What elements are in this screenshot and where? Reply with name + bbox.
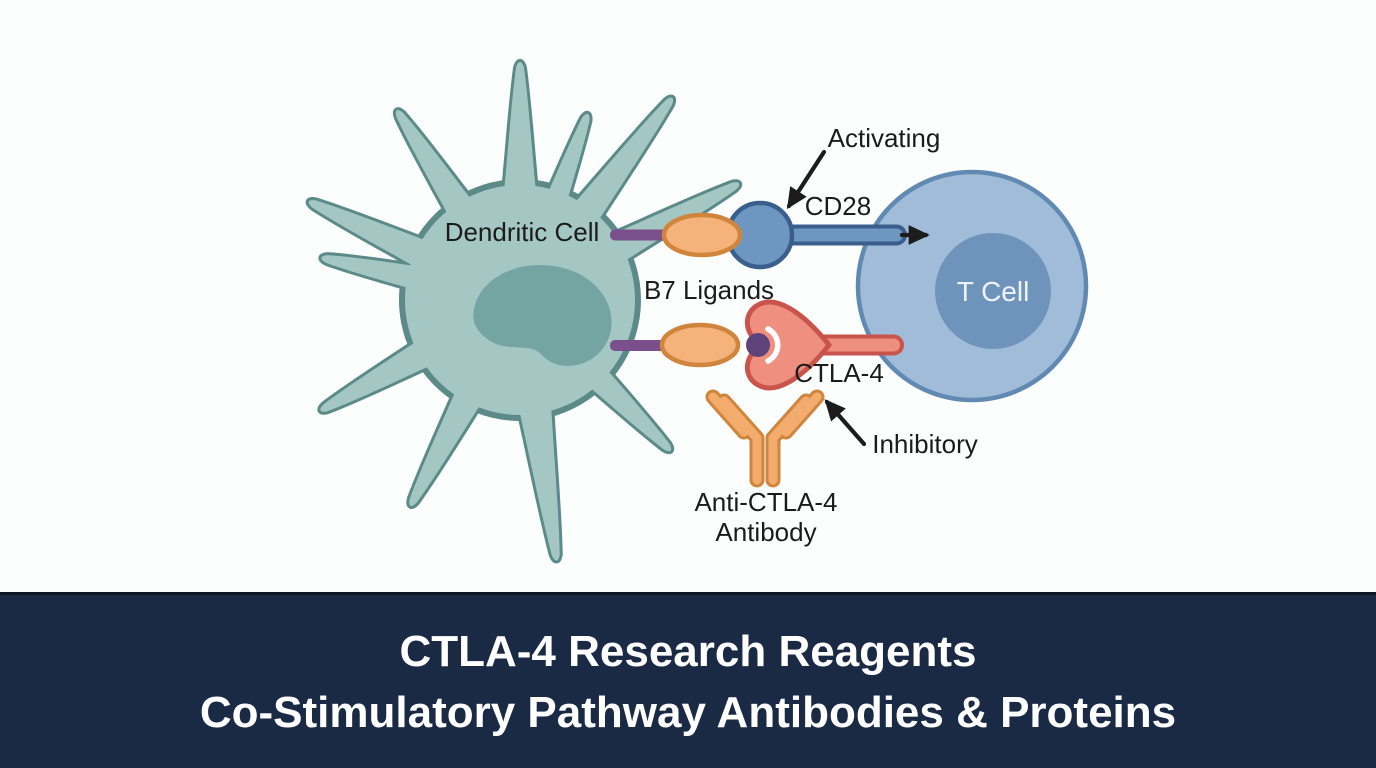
ctla4-b7-complex (610, 299, 904, 391)
cd28-label: CD28 (805, 191, 871, 221)
inhibitory-label: Inhibitory (872, 429, 978, 459)
ctla4-label: CTLA-4 (794, 358, 884, 388)
t-cell-nucleus (935, 233, 1051, 349)
dendritic-cell-nucleus (473, 264, 612, 366)
t-cell: T Cell (855, 169, 1089, 403)
cd28-b7-complex (610, 200, 907, 270)
b7-ligand-bound-tip (746, 333, 770, 357)
banner-subtitle: Co-Stimulatory Pathway Antibodies & Prot… (199, 687, 1177, 737)
t-cell-label: T Cell (957, 276, 1030, 307)
title-banner: CTLA-4 Research Reagents Co-Stimulatory … (0, 592, 1376, 768)
b7-ligand-stem (610, 229, 672, 241)
banner-title: CTLA-4 Research Reagents (399, 626, 977, 676)
b7-ligands-label: B7 Ligands (644, 275, 774, 305)
antibody-label-line2: Antibody (715, 517, 816, 547)
activating-arrow (786, 149, 827, 210)
activating-label: Activating (828, 123, 941, 153)
b7-ligand-bottom (659, 322, 741, 368)
inhibitory-arrow (824, 399, 867, 447)
pathway-diagram: T Cell (0, 0, 1089, 592)
antibody-label-line1: Anti-CTLA-4 (694, 487, 837, 517)
dendritic-cell (297, 62, 752, 565)
dendritic-cell-label: Dendritic Cell (445, 217, 600, 247)
b7-ligand-top (661, 212, 743, 258)
ctla4-binding-pocket (765, 326, 781, 364)
b7-ligand-stem (610, 340, 668, 351)
anti-ctla4-antibody-icon (705, 389, 825, 488)
